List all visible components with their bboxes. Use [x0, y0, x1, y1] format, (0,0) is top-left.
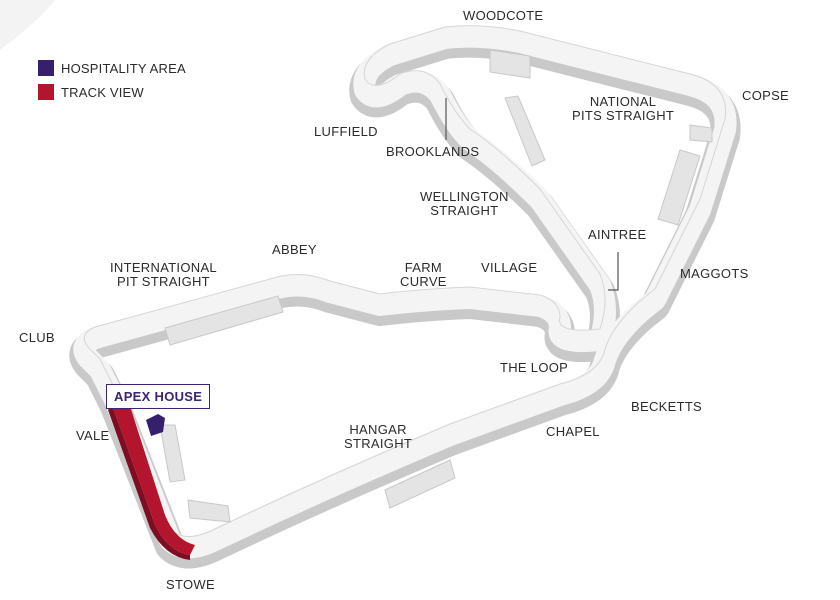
- label-national-pits: NATIONAL PITS STRAIGHT: [572, 94, 675, 123]
- grandstand-maggots: [657, 149, 701, 226]
- label-farm: FARM CURVE: [400, 260, 447, 289]
- aintree-leader: [608, 252, 619, 291]
- track-top-edge: [83, 25, 727, 537]
- grandstand-copse: [689, 124, 713, 143]
- track-surface: [73, 25, 737, 559]
- grandstand-stowe: [187, 499, 231, 523]
- apex-house-callout[interactable]: APEX HOUSE: [106, 384, 211, 409]
- label-stowe: STOWE: [166, 577, 215, 592]
- background-arc: [0, 0, 55, 50]
- grandstand-vale: [159, 424, 186, 483]
- label-becketts: BECKETTS: [631, 399, 703, 414]
- label-vale: VALE: [76, 428, 110, 443]
- hospitality-swatch: [38, 60, 54, 76]
- label-maggots: MAGGOTS: [680, 266, 749, 281]
- legend-label-hospitality: HOSPITALITY AREA: [61, 60, 186, 76]
- label-the-loop: THE LOOP: [500, 360, 569, 375]
- legend: HOSPITALITY AREA TRACK VIEW: [38, 56, 186, 104]
- legend-item-track-view: TRACK VIEW: [38, 80, 186, 104]
- label-hangar: HANGAR STRAIGHT: [344, 422, 413, 451]
- label-woodcote: WOODCOTE: [463, 8, 544, 23]
- label-luffield: LUFFIELD: [314, 124, 378, 139]
- grandstand-hangar: [384, 459, 456, 509]
- grandstand-brooklands: [504, 95, 546, 167]
- track-view-section: [108, 395, 195, 555]
- legend-item-hospitality: HOSPITALITY AREA: [38, 56, 186, 80]
- label-copse: COPSE: [742, 88, 790, 103]
- grandstands: [159, 49, 713, 523]
- label-abbey: ABBEY: [272, 242, 317, 257]
- grandstand-international: [164, 295, 284, 346]
- apex-house-building: [146, 414, 165, 436]
- label-brooklands: BROOKLANDS: [386, 144, 480, 159]
- label-chapel: CHAPEL: [546, 424, 600, 439]
- legend-label-track-view: TRACK VIEW: [61, 84, 144, 100]
- grandstand-woodcote: [489, 49, 531, 79]
- label-aintree: AINTREE: [588, 227, 647, 242]
- label-international: INTERNATIONAL PIT STRAIGHT: [110, 260, 217, 289]
- label-wellington: WELLINGTON STRAIGHT: [420, 189, 509, 218]
- track-view-swatch: [38, 84, 54, 100]
- track-view-side: [108, 405, 190, 560]
- label-club: CLUB: [19, 330, 55, 345]
- label-village: VILLAGE: [481, 260, 538, 275]
